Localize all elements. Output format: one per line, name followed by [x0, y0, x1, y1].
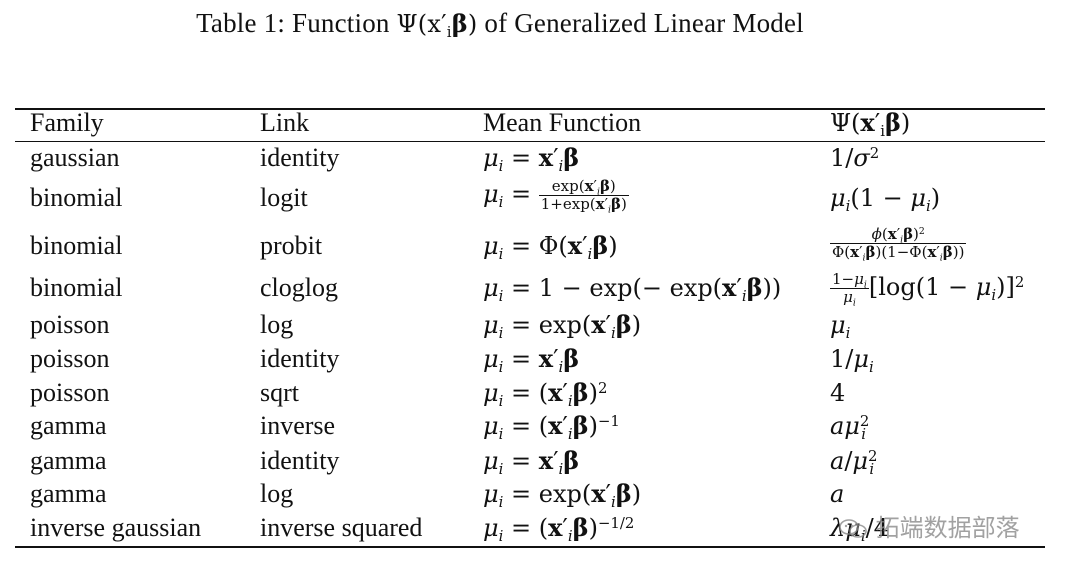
watermark-text: 拓端数据部落 [875, 514, 1020, 542]
row-1-family: gaussian [30, 143, 120, 172]
row-2-mean: μi = exp(x′iβ)1+exp(x′iβ) [483, 177, 629, 216]
row-8-psi: aμ2i [830, 411, 870, 444]
row-7-mean: μi = (x′iβ)2 [483, 378, 608, 411]
row-8-link: inverse [260, 411, 336, 440]
row-9-link: identity [260, 446, 340, 475]
bottom-rule [15, 546, 1045, 548]
row-5-family: poisson [30, 310, 110, 339]
caption-label: Table 1: Function [196, 8, 397, 38]
row-1-mean: μi = x′iβ [483, 143, 580, 176]
row-9-psi: a/μ2i [830, 446, 878, 479]
row-6-psi: 1/μi [830, 345, 874, 377]
watermark: 拓端数据部落 [838, 508, 1020, 543]
row-8-mean: μi = (x′iβ)−1 [483, 411, 620, 444]
header-family: Family [30, 108, 104, 137]
row-5-mean: μi = exp(x′iβ) [483, 310, 642, 343]
row-4-link: cloglog [260, 273, 338, 302]
row-11-mean: μi = (x′iβ)−1/2 [483, 513, 635, 546]
wechat-icon [838, 518, 868, 540]
row-10-family: gamma [30, 479, 107, 508]
row-4-family: binomial [30, 273, 123, 302]
row-11-family: inverse gaussian [30, 513, 202, 542]
row-1-link: identity [260, 143, 340, 172]
row-7-family: poisson [30, 378, 110, 407]
row-3-mean: μi = Φ(x′iβ) [483, 231, 618, 264]
row-1-psi: 1/σ2 [830, 143, 880, 172]
caption-rest: of Generalized Linear Model [477, 8, 804, 38]
header-mean-function: Mean Function [483, 108, 642, 137]
row-5-psi: μi [830, 311, 851, 343]
header-rule [15, 141, 1045, 142]
row-9-mean: μi = x′iβ [483, 446, 580, 479]
row-6-mean: μi = x′iβ [483, 344, 580, 377]
row-10-psi: a [830, 480, 845, 508]
row-3-family: binomial [30, 231, 123, 260]
row-2-family: binomial [30, 183, 123, 212]
row-10-link: log [260, 479, 294, 508]
row-6-family: poisson [30, 344, 110, 373]
row-6-link: identity [260, 344, 340, 373]
row-7-psi: 4 [830, 379, 846, 407]
header-link: Link [260, 108, 310, 137]
row-10-mean: μi = exp(x′iβ) [483, 479, 642, 512]
table-caption: Table 1: Function Ψ(x′iβ) of Generalized… [0, 8, 1000, 42]
top-rule [15, 108, 1045, 110]
row-8-family: gamma [30, 411, 107, 440]
row-3-link: probit [260, 231, 323, 260]
row-11-link: inverse squared [260, 513, 423, 542]
row-2-psi: μi(1 − μi) [830, 184, 941, 216]
row-2-link: logit [260, 183, 308, 212]
row-7-link: sqrt [260, 378, 299, 407]
row-4-mean: μi = 1 − exp(− exp(x′iβ)) [483, 273, 782, 306]
row-9-family: gamma [30, 446, 107, 475]
row-5-link: log [260, 310, 294, 339]
caption-symbol: Ψ(x′iβ) [396, 9, 478, 42]
header-psi: Ψ(x′iβ) [830, 108, 911, 141]
